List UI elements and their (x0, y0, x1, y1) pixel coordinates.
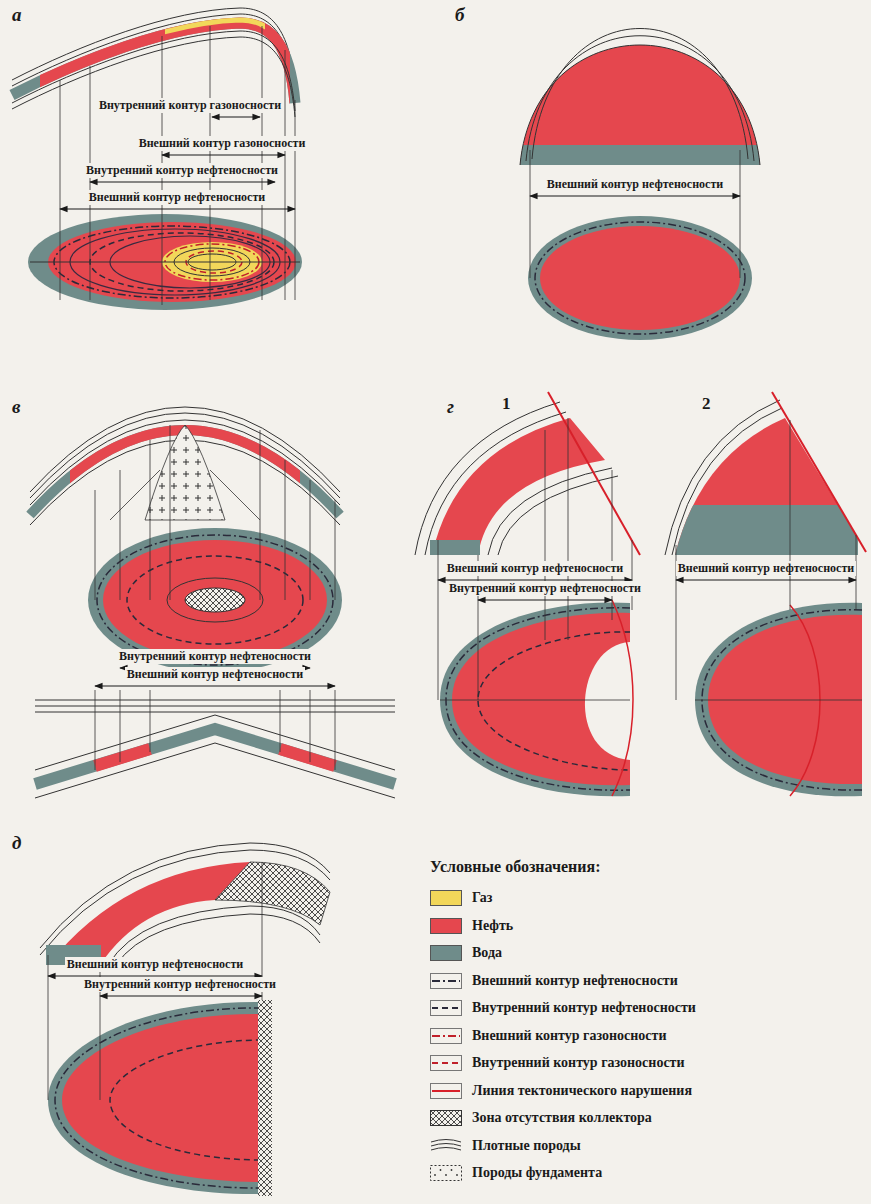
panel-letter: д (12, 832, 21, 854)
panel-letter: б (455, 4, 464, 26)
legend-text: Породы фундамента (472, 1165, 602, 1181)
legend-sample-graphic (430, 1083, 462, 1099)
legend-text: Газ (472, 890, 492, 906)
legend-sample-graphic (430, 973, 462, 989)
legend-sample-graphic (430, 1055, 462, 1071)
contour-label: Внешний контур нефтеносности (445, 561, 625, 576)
contour-label: Внешний контур нефтеносности (676, 561, 856, 576)
legend-text: Плотные породы (472, 1138, 581, 1154)
contour-label: Внутренний контур нефтеносности (84, 163, 280, 178)
legend-sample-graphic (430, 1110, 462, 1126)
panel-g (415, 392, 866, 796)
legend-sample (430, 1138, 462, 1154)
legend-row: Плотные породы (430, 1138, 581, 1154)
legend-text: Внутренний контур газоносности (472, 1055, 685, 1071)
legend-sample (430, 1055, 462, 1071)
panel-letter: а (12, 4, 22, 26)
legend-swatch (430, 918, 462, 934)
legend-sample (430, 973, 462, 989)
variant-number: 1 (502, 394, 511, 414)
panel-v (30, 407, 395, 798)
contour-label: Внутренний контур нефтеносности (82, 977, 278, 992)
panel-a (12, 8, 302, 310)
legend-row: Вода (430, 945, 502, 961)
legend-sample (430, 1083, 462, 1099)
legend-sample (430, 1165, 462, 1181)
legend-sample-graphic (430, 1028, 462, 1044)
legend-row: Породы фундамента (430, 1165, 602, 1181)
variant-number: 2 (702, 394, 711, 414)
legend-sample (430, 1028, 462, 1044)
legend-row: Внутренний контур нефтеносности (430, 1000, 696, 1016)
panel-b (510, 29, 770, 341)
legend-text: Внешний контур нефтеносности (472, 973, 678, 989)
legend-text: Вода (472, 945, 502, 961)
legend-sample-graphic (430, 1000, 462, 1016)
legend-text: Линия тектонического нарушения (472, 1083, 692, 1099)
legend-swatch (430, 890, 462, 906)
legend-sample (430, 1000, 462, 1016)
legend-sample-graphic (430, 1138, 462, 1154)
contour-label: Внутренний контур нефтеносности (117, 649, 313, 664)
legend-row: Газ (430, 890, 492, 906)
legend-sample-graphic (430, 1165, 462, 1181)
legend-row: Внешний контур газоносности (430, 1028, 666, 1044)
legend-row: Линия тектонического нарушения (430, 1083, 692, 1099)
contour-label: Внешний контур нефтеносности (87, 190, 267, 205)
panel-d (40, 843, 330, 1196)
legend-row: Нефть (430, 918, 513, 934)
contour-label: Внутренний контур газоносности (97, 98, 283, 113)
legend-row: Зона отсутствия коллектора (430, 1110, 652, 1126)
contour-label: Внешний контур нефтеносности (545, 177, 725, 192)
contour-label: Внешний контур газоносности (137, 136, 308, 151)
legend-text: Нефть (472, 918, 513, 934)
legend-text: Внешний контур газоносности (472, 1028, 666, 1044)
legend-title: Условные обозначения: (430, 858, 601, 876)
legend-text: Зона отсутствия коллектора (472, 1110, 652, 1126)
legend-row: Внешний контур нефтеносности (430, 973, 678, 989)
legend-sample (430, 1110, 462, 1126)
contour-label: Внешний контур нефтеносности (65, 957, 245, 972)
legend-row: Внутренний контур газоносности (430, 1055, 685, 1071)
legend-swatch (430, 945, 462, 961)
panel-letter: в (12, 396, 21, 418)
contour-label: Внешний контур нефтеносности (125, 667, 305, 682)
contour-label: Внутренний контур нефтеносности (447, 581, 643, 596)
panel-letter: г (447, 396, 454, 418)
legend-text: Внутренний контур нефтеносности (472, 1000, 696, 1016)
